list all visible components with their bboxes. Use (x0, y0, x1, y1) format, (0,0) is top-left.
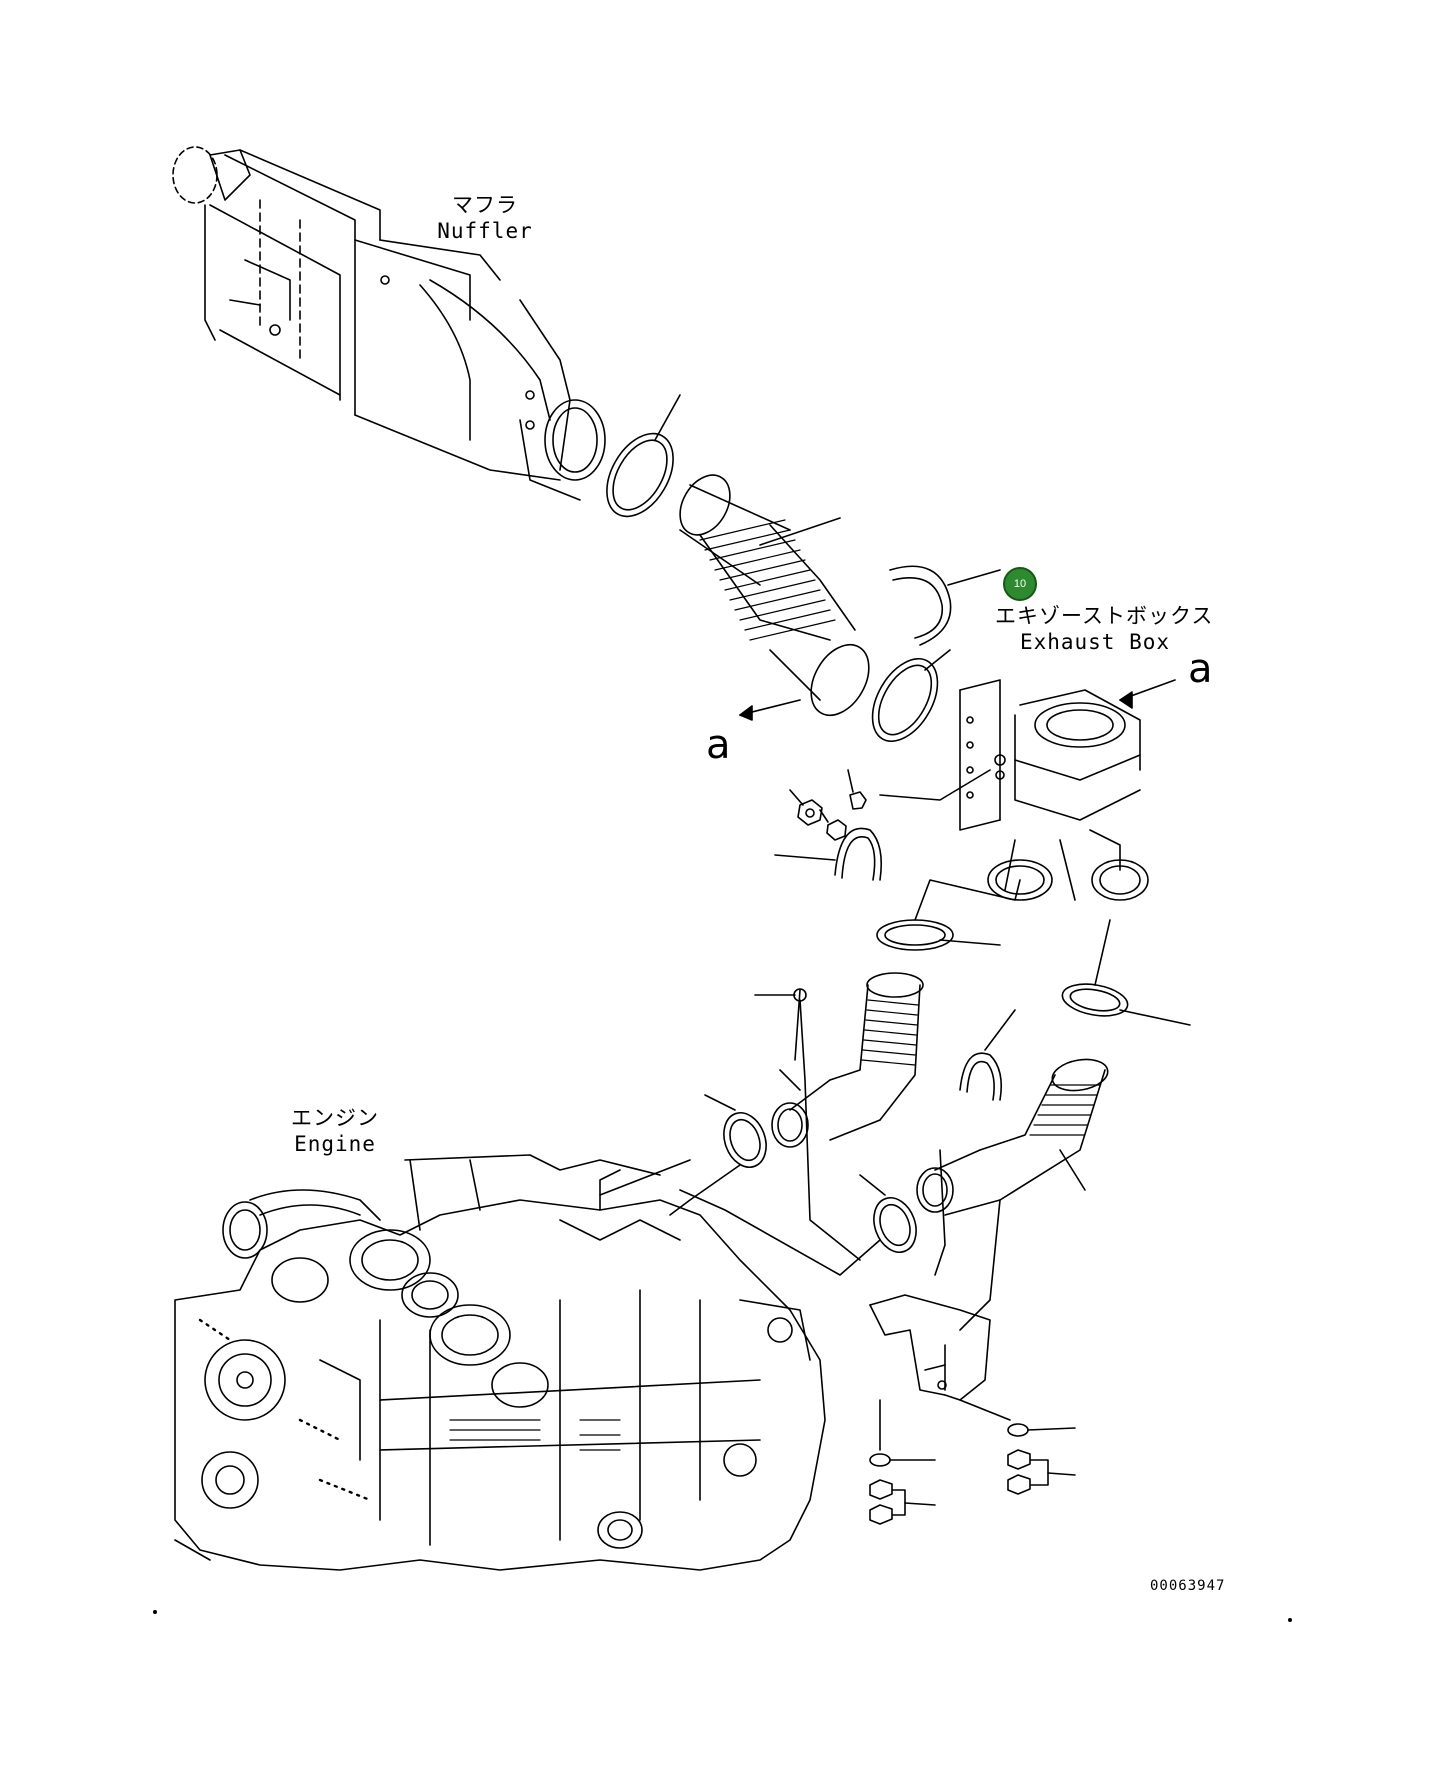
reference-a-right: a (1188, 646, 1213, 692)
lower-right-flex-pipe (916, 1058, 1109, 1216)
part-callout-number: 10 (1013, 578, 1027, 590)
clamp-ring-middle (876, 879, 1021, 951)
clamp-ring-upper (606, 394, 681, 518)
drawing-number: 00063947 (1150, 1578, 1226, 1594)
part-callout-10[interactable]: 10 (1003, 567, 1037, 601)
u-bolt-middle (774, 827, 883, 881)
engine-label-ja: エンジン (291, 1106, 379, 1130)
corner-dot-left (153, 1610, 158, 1615)
upper-flex-pipe (679, 474, 870, 717)
muffler-drawing (172, 146, 606, 501)
reference-a-left: a (706, 722, 731, 768)
lower-left-flex-pipe (771, 972, 924, 1148)
engine-label: エンジン Engine (290, 1105, 380, 1157)
lower-nuts (869, 1399, 1076, 1525)
leader-lines (669, 999, 1001, 1331)
exhaust-box-label-en: Exhaust Box (1019, 630, 1171, 654)
u-bolt-upper (889, 565, 1001, 646)
exhaust-box-label-ja: エキゾーストボックス (995, 604, 1214, 628)
small-clamps-lower (704, 988, 917, 1253)
exhaust-box-label: エキゾーストボックス Exhaust Box (995, 603, 1214, 655)
clamp-ring-mid (871, 649, 951, 743)
muffler-label-en: Nuffler (437, 219, 533, 243)
mounting-bracket (869, 1294, 991, 1401)
clamp-ring-right (1061, 919, 1191, 1026)
u-bolt-lower (959, 1009, 1016, 1101)
engine-drawing (174, 1154, 826, 1571)
engine-label-en: Engine (294, 1132, 376, 1156)
reference-arrows (739, 679, 1176, 721)
muffler-label: マフラ Nuffler (430, 192, 540, 244)
muffler-label-ja: マフラ (452, 193, 518, 217)
upper-nuts (789, 769, 867, 841)
corner-dot-right (1288, 1618, 1293, 1623)
exhaust-box-drawing (879, 679, 1149, 901)
